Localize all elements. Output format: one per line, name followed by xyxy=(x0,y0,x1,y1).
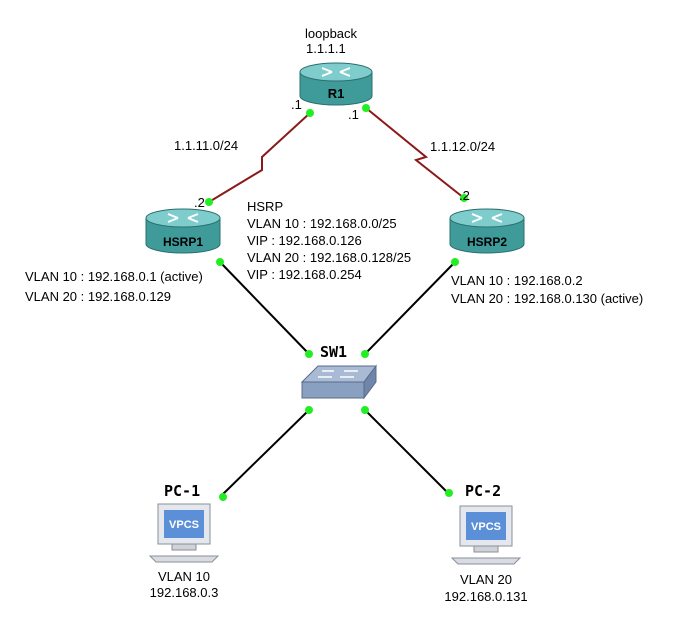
port-dot-pc2 xyxy=(445,489,453,497)
r1-loopback-ip: 1.1.1.1 xyxy=(306,41,346,56)
port-dot-r1-right xyxy=(362,104,370,112)
hsrp1-vlan20: VLAN 20 : 192.168.0.129 xyxy=(25,289,172,304)
link-hsrp2-sw1[interactable] xyxy=(364,261,456,355)
port-dot-hsrp1-lan xyxy=(216,258,224,266)
port-dot-hsrp2-wan xyxy=(460,194,468,202)
port-dot-r1-left xyxy=(306,109,314,117)
router-icon xyxy=(449,217,525,254)
pc1-name: PC-1 xyxy=(164,482,201,500)
port-dot-hsrp1-wan xyxy=(205,198,213,206)
pc2-vlan: VLAN 20 xyxy=(459,572,513,587)
port-dot-sw1-downright xyxy=(361,406,369,414)
pc-1[interactable]: VPCS xyxy=(148,503,220,563)
hsrp2-name: HSRP2 xyxy=(466,235,507,249)
pc2-ip: 192.168.0.131 xyxy=(444,589,528,604)
router-hsrp1[interactable] xyxy=(145,208,221,254)
hsrp2-port: .2 xyxy=(459,188,470,203)
link-sw1-pc1[interactable] xyxy=(219,409,310,498)
port-status-dots xyxy=(205,104,468,501)
hsrp-info-line-3: VLAN 20 : 192.168.0.128/25 xyxy=(247,250,412,265)
switch-sw1[interactable] xyxy=(300,364,377,400)
r1-name: R1 xyxy=(327,86,345,101)
router-icon xyxy=(145,217,221,254)
router-r1[interactable] xyxy=(299,62,373,106)
hsrp2-vlan10: VLAN 10 : 192.168.0.2 xyxy=(451,273,583,288)
hsrp-info-title: HSRP xyxy=(247,199,284,214)
link-sw1-pc2[interactable] xyxy=(364,409,449,494)
router-hsrp2[interactable] xyxy=(449,208,525,254)
pc1-ip: 192.168.0.3 xyxy=(149,585,219,600)
r1-port-left: .1 xyxy=(291,97,302,112)
port-dot-sw1-downleft xyxy=(305,406,313,414)
port-dot-hsrp2-lan xyxy=(451,258,459,266)
link-hsrp1-sw1[interactable] xyxy=(219,261,310,355)
link-r1-hsrp2-subnet: 1.1.12.0/24 xyxy=(430,139,496,154)
pc2-name: PC-2 xyxy=(465,482,502,500)
hsrp1-port: .2 xyxy=(194,195,205,210)
r1-loopback-label: loopback xyxy=(305,26,358,41)
hsrp-info-line-2: VIP : 192.168.0.126 xyxy=(247,233,362,248)
port-dot-sw1-upright xyxy=(361,350,369,358)
port-dot-pc1 xyxy=(219,493,227,501)
hsrp-info-line-4: VIP : 192.168.0.254 xyxy=(247,267,362,282)
port-dot-sw1-upleft xyxy=(305,350,313,358)
link-r1-hsrp2[interactable] xyxy=(365,107,465,199)
link-r1-hsrp1-subnet: 1.1.11.0/24 xyxy=(174,138,239,153)
r1-port-right: .1 xyxy=(348,107,359,122)
pc1-screen-label: VPCS xyxy=(169,519,199,531)
pc2-screen-label: VPCS xyxy=(471,521,501,533)
hsrp2-vlan20: VLAN 20 : 192.168.0.130 (active) xyxy=(451,291,644,306)
hsrp1-vlan10: VLAN 10 : 192.168.0.1 (active) xyxy=(25,269,203,284)
link-r1-hsrp1[interactable] xyxy=(208,112,311,203)
pc-2[interactable]: VPCS xyxy=(450,505,522,565)
pc1-vlan: VLAN 10 xyxy=(157,569,211,584)
hsrp-info-line-1: VLAN 10 : 192.168.0.0/25 xyxy=(247,216,397,231)
sw1-name: SW1 xyxy=(320,343,348,361)
switch-icon xyxy=(300,365,377,383)
hsrp1-name: HSRP1 xyxy=(162,235,203,249)
